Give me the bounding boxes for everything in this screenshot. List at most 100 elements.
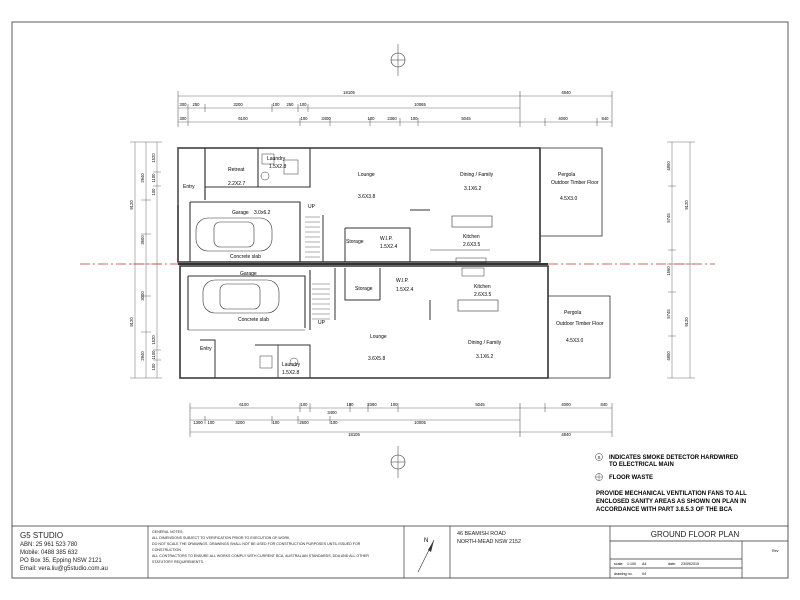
legend-smoke-line-1: INDICATES SMOKE DETECTOR HARDWIRED (609, 455, 739, 461)
dim-text: 9120 (129, 200, 134, 210)
top-dimensions (177, 91, 613, 127)
left-dim-labels: 9120 9120 2940 3600 3000 2940 1520 1100 … (129, 153, 156, 371)
room-laundry: Laundry (282, 362, 301, 368)
room-lounge: Lounge (358, 172, 375, 178)
dim-text: 100 (368, 116, 376, 121)
dim-top-right: 4840 (561, 90, 571, 95)
top-dwelling (177, 147, 603, 264)
room-retreat-size: 2.2X2.7 (228, 181, 245, 187)
gn-line: DO NOT SCALE THE DRAWINGS. DRAWINGS SHAL… (152, 542, 361, 546)
legend-vent-line-2: ENCLOSED SANITY AREAS AS SHOWN ON PLAN I… (596, 499, 746, 505)
dim-text: 100 (151, 363, 156, 371)
floor-waste-icon (595, 473, 603, 481)
room-laundry-size: 1.5X2.8 (282, 370, 299, 376)
scale-label: scale: (614, 562, 623, 566)
dim-text: 4800 (666, 161, 671, 171)
bottom-dwelling (179, 265, 611, 379)
room-lounge-size: 3.6X5.8 (368, 356, 385, 362)
dim-text: 100 (208, 420, 216, 425)
car-icon (195, 217, 273, 252)
room-pergola-sub: Outdoor Timber Floor (556, 321, 604, 327)
room-entry: Entry (200, 346, 212, 352)
car-roof (219, 283, 261, 310)
dim-text: 100 (273, 420, 281, 425)
room-kitchen-size: 2.6X3.5 (474, 292, 491, 298)
address-line-1: 46 BEAMISH ROAD (457, 531, 506, 537)
dim-text: 4800 (666, 351, 671, 361)
room-concrete: Concrete slab (238, 317, 269, 323)
room-pergola-size: 4.5X3.0 (566, 338, 583, 344)
dim-text: 4000 (558, 116, 568, 121)
stair-up: UP (308, 204, 316, 210)
section-marker-top (390, 44, 406, 76)
scale-value: 1:100 (627, 562, 636, 566)
dim-text: 5745 (666, 309, 671, 319)
dim-text: 6100 (239, 402, 249, 407)
dim-text: 100 (301, 402, 309, 407)
dim-text: 5045 (475, 402, 485, 407)
dim-text: 2940 (140, 173, 145, 183)
dim-text: 1100 (151, 350, 156, 360)
gn-line: CONSTRUCTION (152, 548, 181, 552)
dim-text: 1520 (151, 335, 156, 345)
dim-text: 300 (180, 116, 188, 121)
dim-text: 250 (193, 102, 201, 107)
room-wip: W.I.P. (380, 236, 393, 242)
dim-text: 100 (411, 116, 419, 121)
dim-text: 3000 (140, 291, 145, 301)
dim-text: 100 (300, 102, 308, 107)
dim-text: 100 (301, 116, 309, 121)
firm-mobile: Mobile: 0488 385 632 (20, 550, 78, 556)
outer-wall (177, 147, 541, 263)
car-body (195, 217, 273, 252)
room-pergola: Pergola (564, 310, 581, 316)
room-storage: Storage (355, 286, 373, 292)
dim-text: 3600 (140, 235, 145, 245)
dim-text: 5745 (666, 213, 671, 223)
legend-floor-waste: FLOOR WASTE (609, 475, 653, 481)
outer-wall (179, 265, 549, 379)
legend: S INDICATES SMOKE DETECTOR HARDWIRED TO … (595, 453, 747, 513)
car-icon (202, 279, 280, 314)
room-laundry-size: 1.5X2.8 (269, 164, 286, 170)
dim-text: 100 (331, 420, 339, 425)
firm-name: G5 STUDIO (20, 531, 64, 540)
dim-text: 100 (273, 102, 281, 107)
title-meta: Rev scale: 1:100 A4 date: 23/09/2015 dra… (614, 549, 779, 576)
room-storage: Storage (346, 239, 364, 245)
room-concrete: Concrete slab (230, 254, 261, 260)
smoke-detector-icon (595, 453, 603, 461)
dim-text: 9120 (129, 317, 134, 327)
room-laundry: Laundry (267, 156, 286, 162)
firm-email: Email: vera.liu@g5studio.com.au (20, 566, 108, 572)
room-garage: Garage (232, 210, 249, 216)
room-entry: Entry (183, 184, 195, 190)
room-lounge: Lounge (370, 334, 387, 340)
dim-text: 1520 (151, 153, 156, 163)
north-arrow-icon: N (417, 538, 435, 573)
dim-text: 10065 (414, 102, 426, 107)
dim-text: 1100 (151, 173, 156, 183)
room-pergola-sub: Outdoor Timber Floor (551, 180, 599, 186)
legend-smoke-line-2: TO ELECTRICAL MAIN (609, 462, 674, 468)
dim-text: 6100 (238, 116, 248, 121)
room-wip-size: 1.5X2.4 (396, 287, 413, 293)
dim-top-overall: 18105 (343, 90, 355, 95)
dim-top-row-2: 300 6100 100 3400 100 2360 100 5045 4000… (180, 116, 610, 121)
room-kitchen-size: 2.6X3.5 (463, 242, 480, 248)
room-kitchen: Kitchen (474, 284, 491, 290)
dim-text: 10005 (414, 420, 426, 425)
dim-text: 9120 (684, 200, 689, 210)
legend-vent-line-3: ACCORDANCE WITH PART 3.8.5.3 OF THE BCA (596, 507, 733, 513)
dim-text: 3400 (321, 116, 331, 121)
dim-text: 840 (602, 116, 610, 121)
dim-text: 100 (347, 402, 355, 407)
sheet-size: A4 (642, 562, 646, 566)
rev-label: Rev (772, 549, 779, 553)
room-garage-size: 3.0x6.2 (254, 210, 271, 216)
room-labels-top: Retreat 2.2X2.7 Laundry 1.5X2.8 Entry Lo… (183, 156, 599, 260)
room-garage: Garage (240, 271, 257, 277)
car-roof (213, 221, 255, 248)
room-wip-size: 1.5X2.4 (380, 244, 397, 250)
room-lounge-size: 3.6X3.8 (358, 194, 375, 200)
